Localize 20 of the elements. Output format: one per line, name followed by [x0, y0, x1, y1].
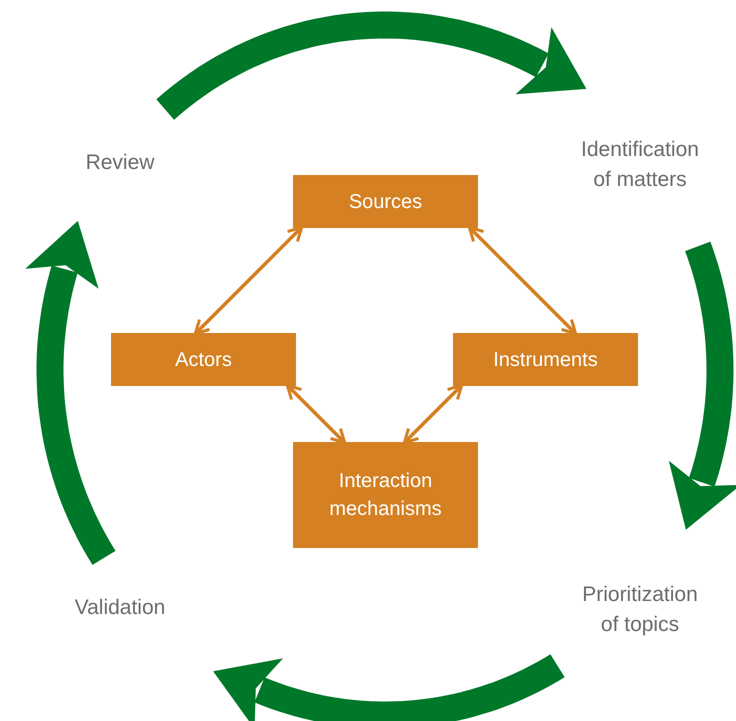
cycle-arrow — [25, 220, 116, 565]
step-label: Identification of matters — [580, 137, 700, 193]
process-box — [293, 442, 478, 548]
double-arrow — [402, 384, 464, 444]
cycle-arrow — [156, 12, 586, 120]
step-label: Prioritization of topics — [581, 582, 699, 638]
cycle-arrow — [213, 654, 565, 721]
process-box — [453, 333, 638, 386]
box-label: Instruments — [493, 348, 598, 372]
double-arrow — [194, 226, 304, 336]
box-label: Actors — [175, 348, 232, 372]
step-label: Validation — [74, 595, 166, 621]
double-arrow — [286, 384, 346, 444]
process-box — [111, 333, 296, 386]
box-label: Sources — [348, 190, 422, 214]
step-label: Review — [84, 150, 156, 176]
process-box — [293, 175, 478, 228]
box-label: Interaction mechanisms — [328, 469, 443, 522]
double-arrow — [468, 226, 578, 336]
cycle-arrow — [668, 238, 736, 530]
